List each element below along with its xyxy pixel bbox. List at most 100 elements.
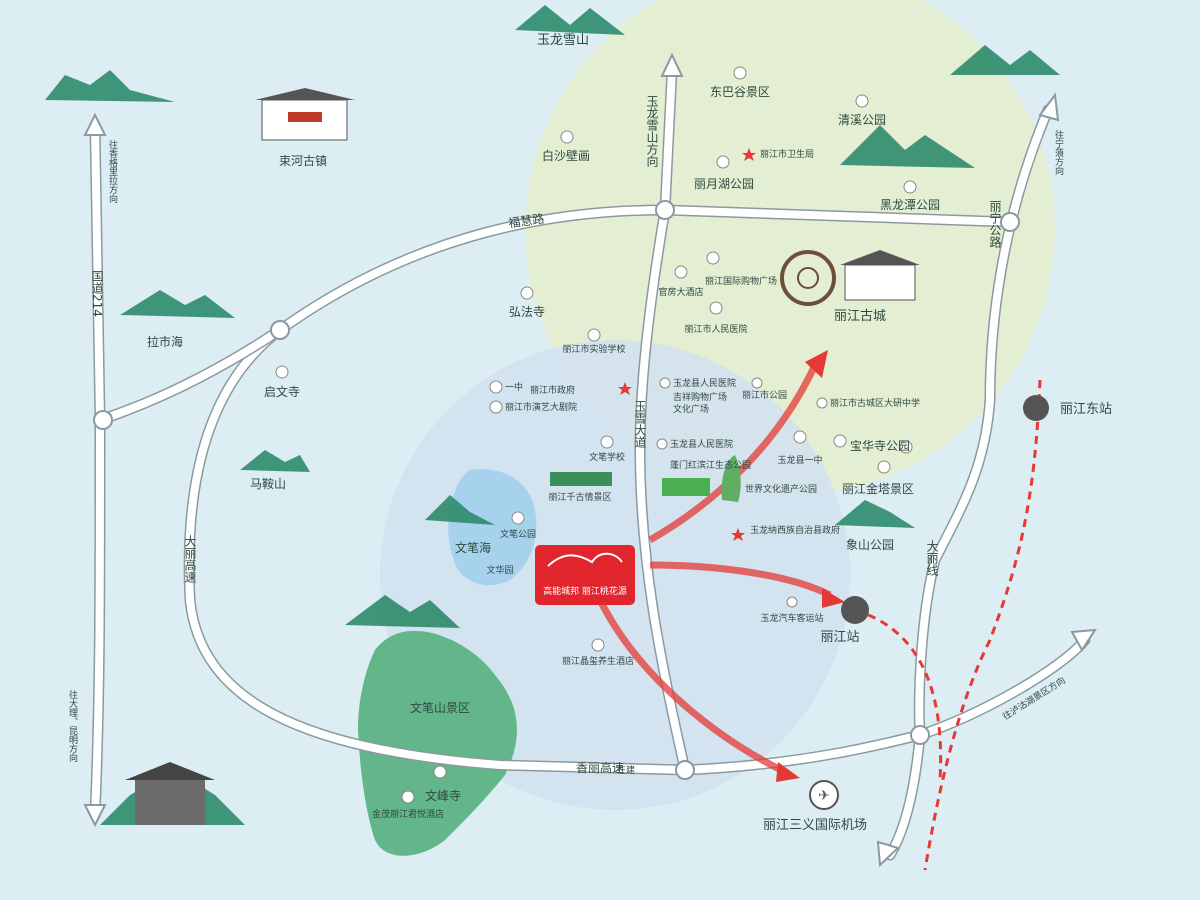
label-xiangli-highway: 香丽高速 (576, 760, 624, 775)
railway-spur (854, 608, 943, 781)
label-wenfeng-temple: 文峰寺 (425, 788, 461, 803)
label-heilongtan-park: 黑龙潭公园 (880, 198, 940, 212)
label-lijiang-intl-shopping: 丽江国际购物广场 (705, 275, 777, 287)
temple-icon (591, 638, 605, 652)
label-city-government: 丽江市政府 (530, 384, 575, 396)
arrow-icon (776, 762, 800, 782)
label-resort-hotel: 丽江晶玺养生酒店 (562, 655, 634, 667)
project-logo-icon (547, 552, 623, 567)
label-yulong-government: 玉龙纳西族自治县政府 (750, 524, 840, 536)
stars (618, 148, 756, 541)
temple-icon (903, 180, 917, 194)
project-box[interactable] (535, 545, 635, 605)
mountain-icon (840, 125, 975, 168)
intersections (93, 200, 1020, 780)
temple-icon (706, 251, 720, 265)
label-baisha-murals: 白沙壁画 (542, 148, 590, 163)
train-station-icon[interactable] (1023, 395, 1049, 421)
arrow-down-icon (876, 840, 900, 868)
label-maan-mountain: 马鞍山 (250, 476, 286, 491)
temple-icon (877, 460, 891, 474)
temple-icon (833, 434, 847, 448)
label-middle-school: 一中 (505, 381, 523, 393)
mountain-icon (120, 290, 235, 318)
airplane-glyph: ✈ (818, 788, 830, 804)
label-shopping-plaza: 吉祥购物广场 (673, 391, 727, 403)
star-icon (742, 148, 756, 161)
arrow-down-icon (83, 804, 107, 828)
label-lashihai: 拉市海 (147, 334, 183, 349)
label-to-dali-kunming: 往大理、昆明方向 (67, 689, 78, 762)
label-shuhe-town: 束河古镇 (279, 153, 327, 168)
label-lijiang-station: 丽江站 (820, 630, 859, 645)
qiangu-scenic-icon (550, 472, 612, 486)
label-wenbi-park: 文笔公园 (500, 528, 536, 540)
temple-icon (816, 397, 828, 409)
project-arrows (596, 350, 845, 782)
label-lijiang-east-station: 丽江东站 (1060, 402, 1112, 417)
label-sanyi-airport: 丽江三义国际机场 (763, 818, 867, 833)
label-guodao-214: 国道214 (90, 270, 104, 317)
label-qiwen-temple: 启文寺 (264, 384, 300, 399)
heritage-park-icon (721, 455, 741, 502)
temple-icon (786, 596, 798, 608)
arrow-right-icon (1070, 628, 1097, 652)
label-jinta-scenic: 丽江金塔景区 (842, 481, 914, 496)
waterwheel-icon (780, 250, 920, 306)
arrow-up-icon (1038, 92, 1060, 122)
label-fuhui-road: 福慧路 (507, 211, 545, 231)
label-jinmao-resort: 金茂丽江君悦酒店 (372, 808, 444, 820)
label-xiangli-note: 在建 (617, 764, 635, 776)
label-eco-park: 蓬门红滨江生态公园 (670, 459, 751, 471)
temple-icon (600, 435, 614, 449)
label-lijiang-old-town: 丽江古城 (834, 309, 886, 324)
label-yuxue-hospital: 玉龙县人民医院 (673, 377, 736, 389)
temple-icon (520, 286, 534, 300)
poi-icons (275, 66, 917, 804)
temple-icon (793, 430, 807, 444)
airplane-icon[interactable] (809, 780, 839, 810)
label-guanfang-hotel: 官房大酒店 (658, 286, 703, 298)
arrow-icon (822, 588, 845, 608)
temple-icon (433, 765, 447, 779)
label-qingxi-park: 清溪公园 (838, 113, 886, 127)
train-station-icon[interactable] (841, 596, 869, 624)
label-dongba-valley: 东巴谷景区 (710, 85, 770, 99)
temple-icon (401, 790, 415, 804)
temple-icon (716, 155, 730, 169)
mountain-icon (835, 500, 915, 528)
arrow-icon (805, 350, 828, 378)
temple-icon (733, 66, 747, 80)
label-to-ninglang: 往宁蒗方向 (1053, 129, 1064, 175)
project-logo-text: 高能城邦 丽江桃花源 (543, 585, 627, 597)
junction (655, 200, 675, 220)
label-yulong-school: 玉龙县一中 (777, 454, 822, 466)
temple-icon (489, 400, 503, 414)
railway-line (923, 379, 1042, 871)
label-to-xianggelila: 往香格里拉方向 (107, 139, 118, 203)
junction (1000, 212, 1020, 232)
temple-icon (751, 377, 763, 389)
label-dayan-school: 丽江市古城区大研中学 (830, 397, 920, 409)
label-health-bureau: 丽江市卫生局 (760, 148, 814, 160)
mountain-icon (425, 495, 495, 525)
stations: ✈ (809, 395, 1049, 810)
label-wenbi-scenic: 文笔山景区 (410, 700, 470, 715)
mountain-icon (950, 45, 1060, 75)
junction (910, 725, 930, 745)
arrow-up-icon (660, 52, 684, 77)
label-people-hospital: 丽江市人民医院 (684, 323, 747, 335)
temple-icon (560, 130, 574, 144)
wenbi-lake (448, 469, 537, 586)
mountain-icon (345, 595, 460, 628)
label-baohua-park: 宝华寺公园 (850, 439, 910, 453)
label-lining-road: 丽宁公路 (988, 200, 1002, 249)
label-qiangu-scenic: 丽江千古情景区 (548, 491, 611, 503)
project-marker[interactable] (535, 545, 635, 605)
label-yulong-snow-mountain: 玉龙雪山 (537, 33, 589, 48)
label-culture-square: 文化广场 (673, 403, 709, 415)
star-icon (731, 528, 745, 541)
eco-park-icon (662, 478, 710, 496)
label-wenbi-lake: 文笔海 (455, 540, 491, 555)
map-labels: 玉龙雪山 东巴谷景区 白沙壁画 清溪公园 丽江市卫生局 丽月湖公园 黑龙潭公园 … (147, 33, 1112, 833)
